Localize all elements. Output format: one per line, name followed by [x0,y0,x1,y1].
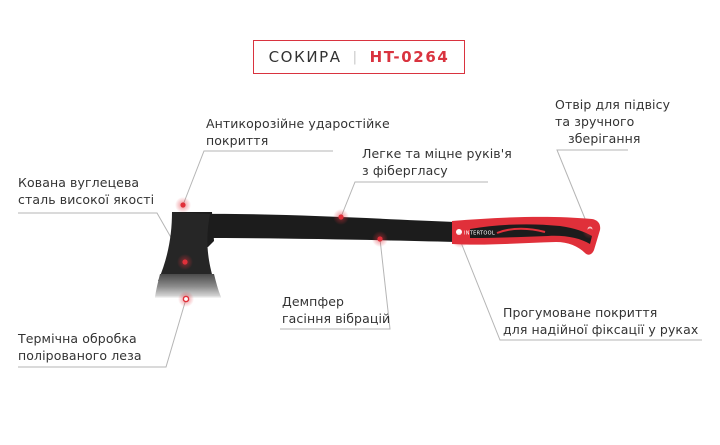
title-separator: | [352,49,359,65]
grip-black-inlay [470,224,592,244]
callout-handle-line2: з фібергласу [362,163,448,178]
product-name: СОКИРА [268,48,342,66]
leader-steel [18,212,186,263]
axe-head-body [158,212,214,281]
brand-text: INTERTOOL [464,231,495,237]
callout-steel: Кована вуглецева сталь високої якості [18,174,154,208]
callout-damper-line2: гасіння вібрацій [282,311,391,326]
callout-hole-line2: та зручного [555,114,635,129]
leader-handle [340,181,488,218]
axe-blade [155,274,221,297]
dot-handle [333,209,349,225]
callout-damper: Демпфер гасіння вібрацій [282,293,390,327]
callout-handle-line1: Легке та міцне руків'я [362,146,512,161]
leader-lines [18,149,702,368]
callout-coating-line2: покриття [206,133,269,148]
callout-blade-line2: полірованого леза [18,348,142,363]
callout-blade-line1: Термічна обробка [18,331,137,346]
callout-grip-line2: для надійної фіксації у руках [503,322,699,337]
leader-blade [18,298,187,368]
dot-damper [372,231,388,247]
leader-damper [280,238,391,330]
callout-coating: Антикорозійне ударостійке покриття [206,115,390,149]
callout-coating-line1: Антикорозійне ударостійке [206,116,390,131]
callout-hole-line3: зберігання [568,131,641,146]
dot-steel [177,254,193,270]
dot-coating [175,197,191,213]
product-model: HT-0264 [369,48,450,66]
product-title-box: СОКИРА | HT-0264 [253,40,465,74]
leader-hole [556,149,628,232]
leader-grip [459,239,702,341]
dot-blade [178,291,194,307]
callout-steel-line2: сталь високої якості [18,192,155,207]
callout-grip: Прогумоване покриття для надійної фіксац… [503,304,698,338]
dot-hole [582,223,598,239]
callout-dots [175,197,598,307]
callout-grip-line1: Прогумоване покриття [503,305,658,320]
axe-handle [196,213,455,242]
callout-steel-line1: Кована вуглецева [18,175,140,190]
callout-hole-line1: Отвір для підвісу [555,97,671,112]
grip-swirl [496,227,546,234]
callout-damper-line1: Демпфер [282,294,345,309]
leader-coating [182,150,333,206]
callout-hole: Отвір для підвісу та зручного зберігання [555,96,670,147]
dot-grip [452,232,468,248]
callout-blade: Термічна обробка полірованого леза [18,330,142,364]
callout-handle: Легке та міцне руків'я з фібергласу [362,145,512,179]
